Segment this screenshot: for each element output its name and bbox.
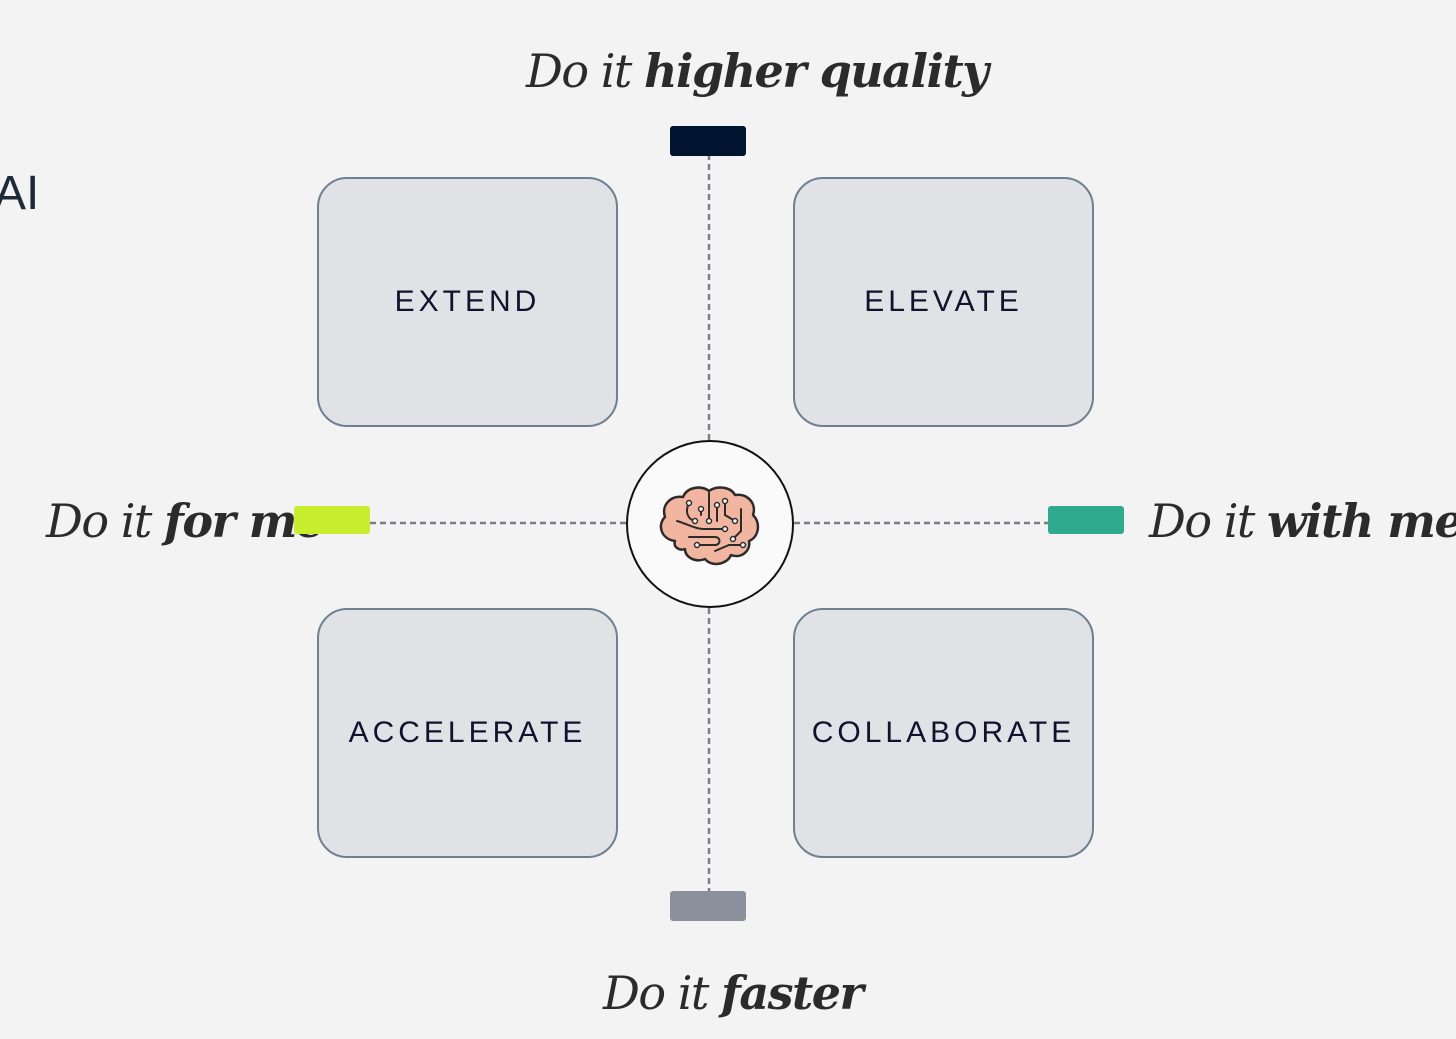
center-circle (626, 440, 794, 608)
marker-bottom (670, 891, 746, 921)
axis-label-bottom: Do it faster (603, 970, 864, 1016)
axis-label-right: Do it with me (1149, 498, 1456, 544)
axis-label-top-strong: higher quality (644, 44, 989, 98)
axis-label-right-lead: Do it (1149, 494, 1255, 548)
quadrant-accelerate: ACCELERATE (317, 608, 618, 858)
quadrant-collaborate: COLLABORATE (793, 608, 1094, 858)
axis-label-left: Do it for me (46, 498, 325, 544)
quadrant-elevate: ELEVATE (793, 177, 1094, 427)
quadrant-accelerate-label: ACCELERATE (348, 716, 587, 749)
brain-icon (659, 486, 760, 566)
axis-label-top: Do it higher quality (526, 48, 989, 94)
marker-left (294, 506, 370, 534)
axis-label-bottom-strong: faster (721, 966, 864, 1020)
marker-right (1048, 506, 1124, 534)
quadrant-extend: EXTEND (317, 177, 618, 427)
quadrant-elevate-label: ELEVATE (864, 285, 1023, 318)
quadrant-collaborate-label: COLLABORATE (811, 716, 1076, 749)
axis-label-left-lead: Do it (46, 494, 152, 548)
axis-label-right-strong: with me (1267, 494, 1456, 548)
marker-top (670, 126, 746, 156)
axis-label-top-lead: Do it (526, 44, 632, 98)
cropped-title-fragment: AI (0, 167, 40, 220)
quadrant-extend-label: EXTEND (394, 285, 541, 318)
axis-label-bottom-lead: Do it (603, 966, 709, 1020)
